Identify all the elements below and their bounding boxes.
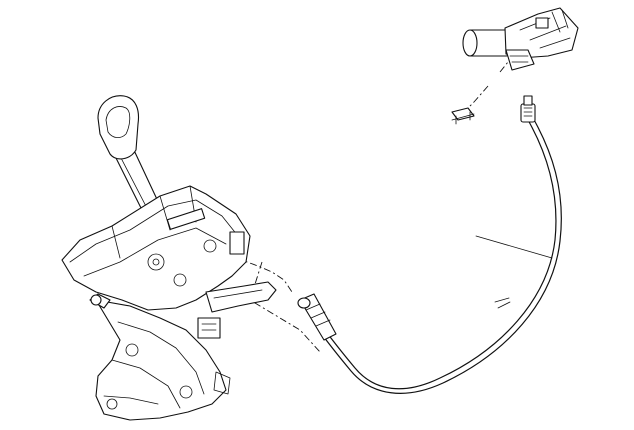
housing-tab <box>229 231 245 255</box>
transmission-actuator <box>462 7 579 71</box>
gate-cover <box>166 208 206 230</box>
pivot-bolt <box>147 253 165 271</box>
cable-end-fitting <box>520 103 536 123</box>
cable-clamp <box>494 297 511 309</box>
lock-solenoid <box>197 317 221 339</box>
shifter-assembly <box>61 95 277 421</box>
mount-hole <box>106 398 118 410</box>
cable-end-eye <box>523 95 533 106</box>
cable-clip <box>451 107 475 125</box>
mount-hole <box>125 343 139 357</box>
leader-line <box>475 235 553 259</box>
cable-end-bushing <box>297 297 311 309</box>
mount-hole <box>179 385 193 399</box>
actuator-connector <box>535 17 549 29</box>
shifter-base-bracket <box>95 299 227 421</box>
cable-bracket <box>505 49 535 71</box>
cable-mount-arm <box>205 281 277 313</box>
shift-cable <box>297 95 562 394</box>
